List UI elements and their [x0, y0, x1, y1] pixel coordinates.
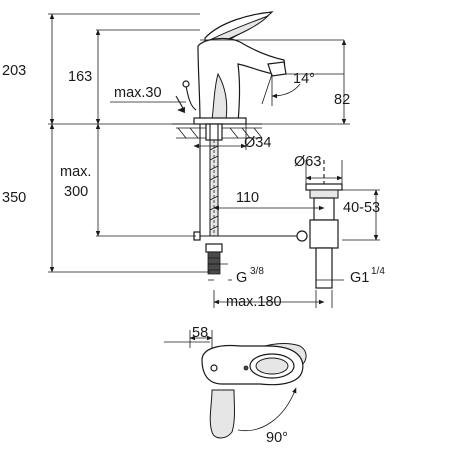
waste-fitting — [296, 160, 343, 289]
label-40-53: 40-53 — [343, 200, 380, 216]
label-110: 110 — [236, 190, 259, 206]
label-thread-g1: G1 — [350, 270, 369, 286]
label-angle-14: 14° — [293, 71, 315, 87]
label-350: 350 — [2, 190, 26, 206]
label-max180: max.180 — [226, 294, 282, 310]
label-thread-g-fraction: 3/8 — [250, 266, 264, 277]
faucet-top-view — [164, 330, 307, 439]
label-thread-g1-fraction: 1/4 — [371, 266, 385, 277]
dimension-lines — [48, 13, 380, 308]
label-angle-90: 90° — [266, 430, 288, 446]
label-82: 82 — [334, 92, 350, 108]
label-163: 163 — [68, 69, 92, 85]
label-dia-63: Ø63 — [294, 154, 321, 170]
faucet-side-view — [172, 11, 302, 275]
label-thread-g: G — [236, 270, 247, 286]
label-max: max. — [60, 164, 91, 180]
label-203: 203 — [2, 63, 26, 79]
label-300: 300 — [64, 184, 88, 200]
label-max30: max.30 — [114, 85, 162, 101]
label-58: 58 — [192, 325, 208, 341]
label-dia-34: Ø34 — [244, 135, 271, 151]
